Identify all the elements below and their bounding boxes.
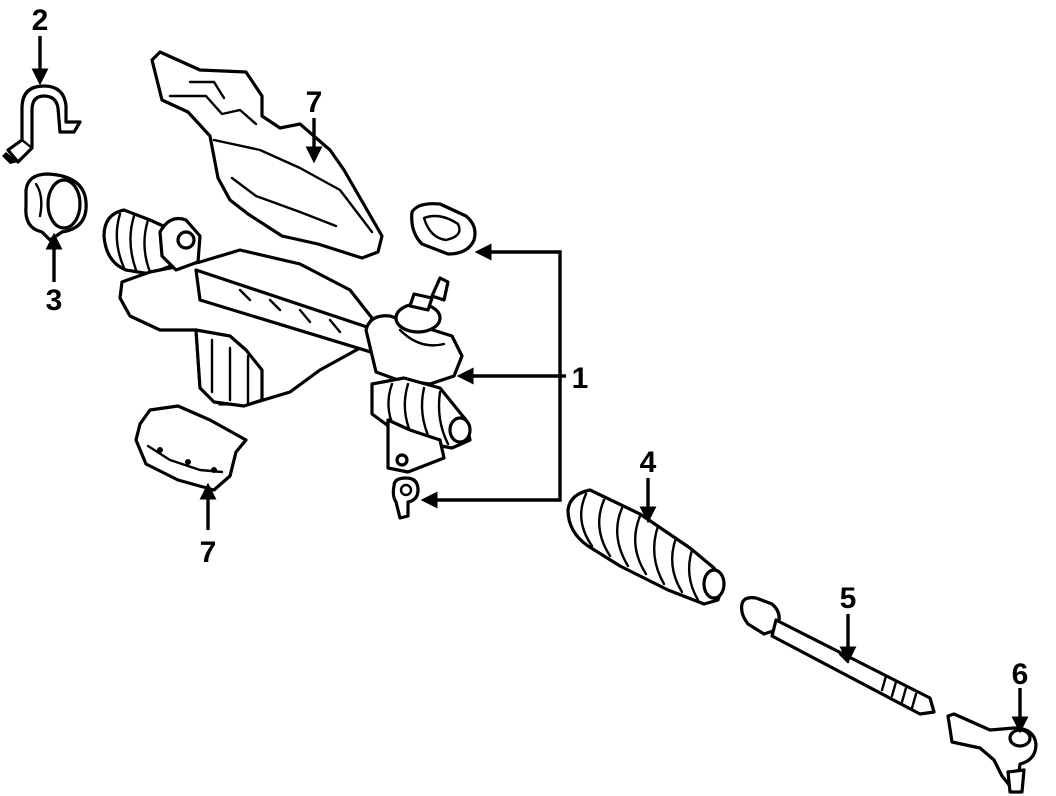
callout-3: 3	[46, 284, 63, 317]
heat-shield-bottom-part-7	[134, 404, 248, 492]
rack-and-pinion-assembly-part-1	[102, 202, 477, 520]
callout-2: 2	[32, 4, 49, 37]
heat-shield-top-part-7	[150, 50, 384, 260]
callout-5: 5	[840, 582, 857, 615]
bushing-part-3	[24, 172, 88, 242]
outer-tie-rod-end-part-6	[946, 712, 1038, 794]
leader-lines	[31, 36, 1029, 734]
clamp-bracket-part-2	[2, 84, 82, 164]
callout-1: 1	[572, 362, 589, 395]
callout-labels: 2 3 7 7 1 4 5 6	[32, 4, 1029, 691]
callout-6: 6	[1012, 658, 1029, 691]
inner-tie-rod-part-5	[740, 596, 936, 716]
callout-7-top: 7	[306, 86, 323, 119]
callout-4: 4	[640, 446, 657, 479]
rack-boot-part-4	[566, 488, 726, 606]
callout-7-bottom: 7	[200, 536, 217, 569]
